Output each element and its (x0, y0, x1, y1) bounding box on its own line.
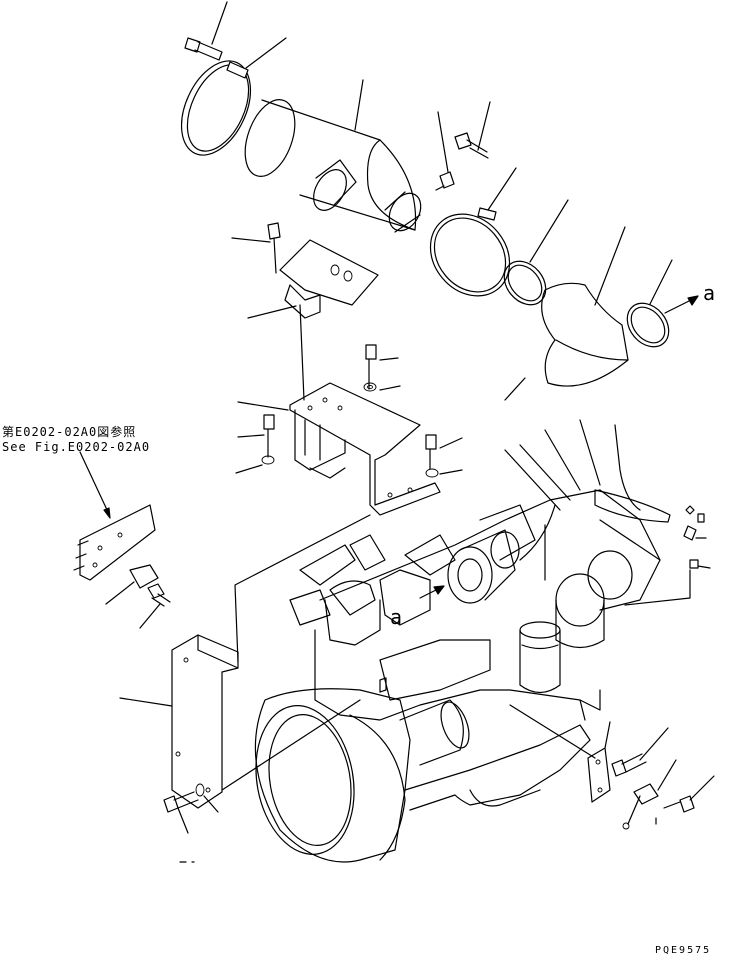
bottom-left-bolt (163, 783, 219, 863)
middle-bolts (235, 344, 463, 478)
arrow-label-a-mid: a (390, 605, 403, 629)
reference-note-english[interactable]: See Fig.E0202-02A0 (2, 440, 151, 454)
bottom-right-bracket (509, 704, 715, 830)
arrow-a-mid (419, 585, 445, 599)
engine-block (254, 377, 671, 863)
top-bolt (184, 1, 228, 61)
elbow-hose (541, 226, 629, 387)
left-bolt (139, 583, 171, 629)
clamp-band-top-left (180, 37, 287, 156)
hose-clamp-far-right (626, 259, 673, 348)
lower-support-bracket (234, 382, 441, 663)
cover-plate (119, 634, 361, 809)
reference-note-japanese: 第E0202-02A0図参照 (2, 425, 137, 439)
arrow-label-a-top: a (703, 281, 716, 305)
reference-arrow (79, 451, 111, 519)
drawing-code: PQE9575 (655, 945, 712, 956)
reference-plate (73, 504, 159, 605)
hose-clamp-small (503, 199, 569, 306)
upper-bracket (231, 222, 379, 401)
side-bolt (435, 111, 455, 191)
top-right-bolt (454, 101, 491, 159)
right-fittings (624, 505, 711, 606)
air-cleaner-body (244, 79, 422, 233)
arrow-a-top (664, 295, 699, 314)
clamp-band-right (429, 167, 517, 297)
